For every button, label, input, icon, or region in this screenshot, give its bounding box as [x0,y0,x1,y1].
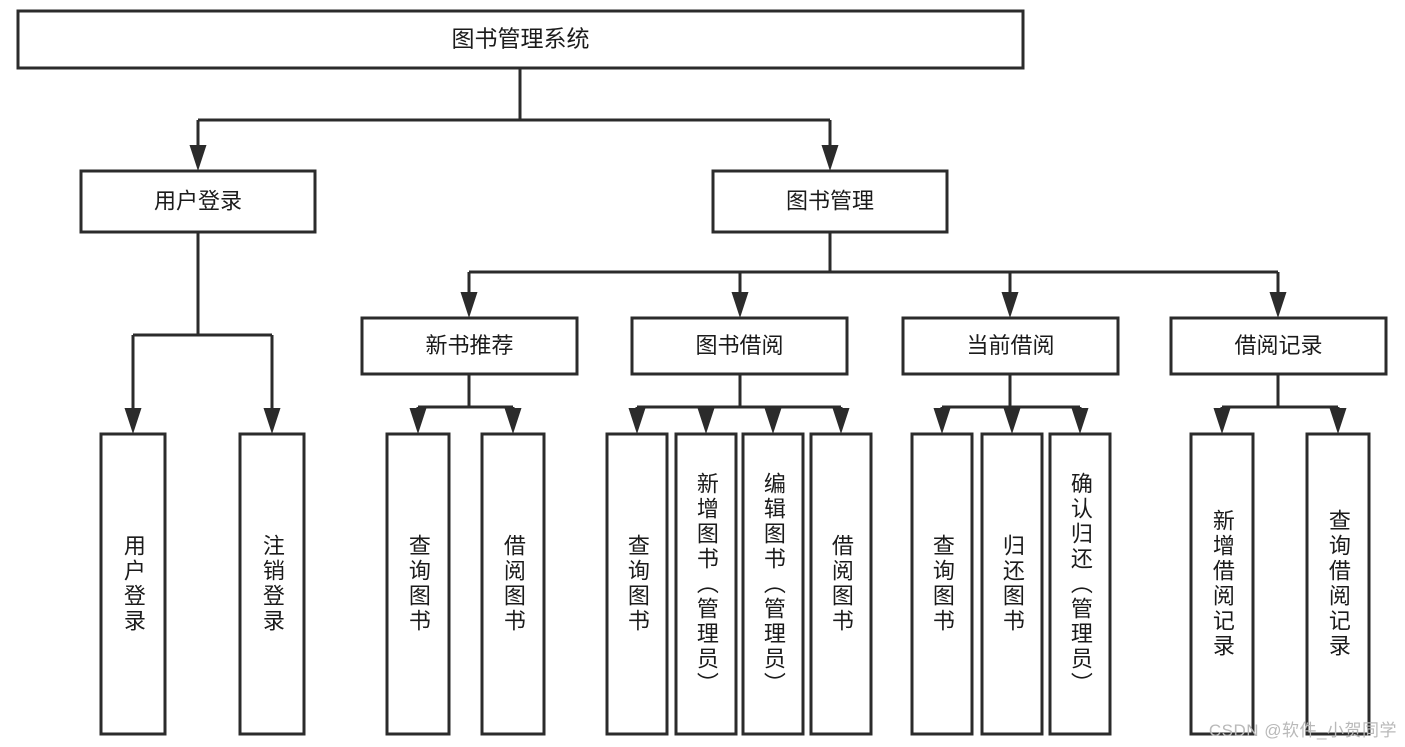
node-label-current-borrow: 当前借阅 [966,333,1054,358]
node-box-book-borrow[interactable] [630,316,849,376]
arrow-head-icon [1001,292,1019,318]
arrow-head-icon [628,408,646,434]
node-label-user-login: 用户登录 [154,188,242,213]
node-box-leaf-user-login[interactable] [99,432,167,736]
connector-root [189,68,839,171]
node-label-book-borrow: 图书借阅 [695,333,783,358]
node-box-leaf-confirm-return[interactable] [1048,432,1112,736]
arrow-head-icon [764,408,782,434]
arrow-head-icon [263,408,281,434]
arrow-head-icon [189,145,207,171]
node-box-leaf-edit-book[interactable] [741,432,805,736]
connector-current-borrow [933,374,1089,434]
node-box-leaf-logout[interactable] [238,432,306,736]
node-box-leaf-query-record[interactable] [1305,432,1371,736]
arrow-head-icon [1269,292,1287,318]
arrow-head-icon [1003,408,1021,434]
node-box-current-borrow[interactable] [901,316,1120,376]
node-box-book-manage[interactable] [711,169,949,234]
connector-user-login [124,232,281,434]
node-box-leaf-return-book[interactable] [980,432,1044,736]
watermark-credit: CSDN @软件_小贺同学 [1208,721,1397,740]
node-box-leaf-query-book-2[interactable] [605,432,669,736]
arrow-head-icon [697,408,715,434]
node-label-root: 图书管理系统 [452,26,590,52]
arrow-head-icon [460,292,478,318]
arrow-head-icon [1071,408,1089,434]
node-box-layer [16,9,1388,736]
arrow-head-icon [1213,408,1231,434]
node-box-leaf-add-book[interactable] [674,432,738,736]
node-label-borrow-record: 借阅记录 [1234,333,1322,358]
node-box-user-login[interactable] [79,169,317,234]
arrow-head-icon [124,408,142,434]
node-box-leaf-add-record[interactable] [1189,432,1255,736]
connector-new-book-recommend [409,374,522,434]
node-box-root[interactable] [16,9,1025,70]
node-box-borrow-record[interactable] [1169,316,1388,376]
node-box-leaf-borrow-book-1[interactable] [480,432,546,736]
arrow-head-icon [504,408,522,434]
connector-layer [124,68,1347,434]
node-label-book-manage: 图书管理 [786,188,874,213]
node-label-new-book-recommend: 新书推荐 [425,333,513,358]
arrow-head-icon [1329,408,1347,434]
connector-borrow-record [1213,374,1347,434]
node-box-new-book-recommend[interactable] [360,316,579,376]
arrow-head-icon [821,145,839,171]
connector-book-borrow [628,374,850,434]
arrow-head-icon [933,408,951,434]
arrow-head-icon [832,408,850,434]
arrow-head-icon [409,408,427,434]
arrow-head-icon [731,292,749,318]
node-box-leaf-borrow-book-2[interactable] [809,432,873,736]
node-box-leaf-query-book-1[interactable] [385,432,451,736]
connector-book-manage [460,232,1287,318]
node-box-leaf-query-book-3[interactable] [910,432,974,736]
